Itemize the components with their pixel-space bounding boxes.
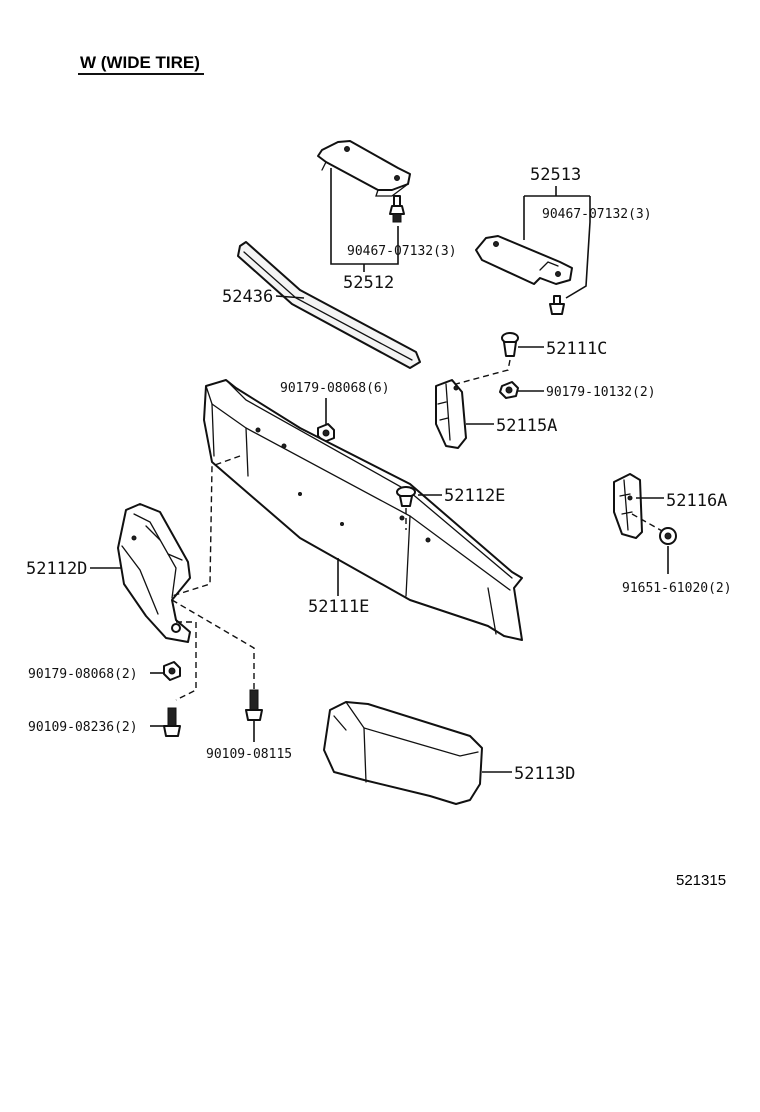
side-bracket-52115A xyxy=(435,379,467,449)
bracket-plate-52512 xyxy=(317,140,411,197)
nut-90179-08068-6 xyxy=(317,423,335,443)
label-90109-08115: 90109-08115 xyxy=(206,747,292,762)
bumper-end-52112D xyxy=(117,503,191,643)
label-52111E: 52111E xyxy=(308,597,369,617)
diagram-title: W (WIDE TIRE) xyxy=(80,53,200,72)
clip-52112E xyxy=(396,486,416,507)
label-52112D: 52112D xyxy=(26,559,87,579)
bolt-90109-08236 xyxy=(163,707,181,737)
label-52116A: 52116A xyxy=(666,491,727,511)
label-90109-08236: 90109-08236(2) xyxy=(28,720,138,735)
label-90179-08068-2: 90179-08068(2) xyxy=(28,667,138,682)
label-52436: 52436 xyxy=(222,287,273,307)
label-52111C: 52111C xyxy=(546,339,607,359)
dashed-52111E-to-52112D xyxy=(171,455,241,597)
dashed-52111C-to-52115A xyxy=(455,359,511,385)
label-90179-08068-6: 90179-08068(6) xyxy=(280,381,390,396)
label-52513: 52513 xyxy=(530,165,581,185)
nut-90179-10132 xyxy=(499,381,519,399)
leader-52513-right xyxy=(565,196,591,299)
label-52113D: 52113D xyxy=(514,764,575,784)
dashed-52112D-to-fasteners xyxy=(175,621,197,701)
bumper-end-52113D xyxy=(323,701,483,805)
bolt-90109-08115 xyxy=(245,689,263,721)
label-90467-a: 90467-07132(3) xyxy=(347,244,457,259)
label-91651: 91651-61020(2) xyxy=(622,581,732,596)
figure-reference-number: 521315 xyxy=(676,872,726,889)
dashed-52112D-to-90109-08115 xyxy=(171,599,255,690)
screw-90467-b xyxy=(549,295,565,315)
label-90467-b: 90467-07132(3) xyxy=(542,207,652,222)
side-bracket-52116A xyxy=(613,473,643,539)
screw-90467-a xyxy=(389,195,405,223)
clip-52111C xyxy=(501,332,519,357)
label-52115A: 52115A xyxy=(496,416,557,436)
bracket-plate-52513 xyxy=(475,235,573,285)
label-52512: 52512 xyxy=(343,273,394,293)
dashed-52116A-to-91651 xyxy=(631,513,665,533)
bumper-52111E xyxy=(203,379,523,641)
clip-91651-61020 xyxy=(659,527,677,545)
nut-90179-08068-2 xyxy=(163,661,181,681)
label-90179-10132: 90179-10132(2) xyxy=(546,385,656,400)
leader-52436 xyxy=(275,295,305,299)
label-52112E: 52112E xyxy=(444,486,505,506)
